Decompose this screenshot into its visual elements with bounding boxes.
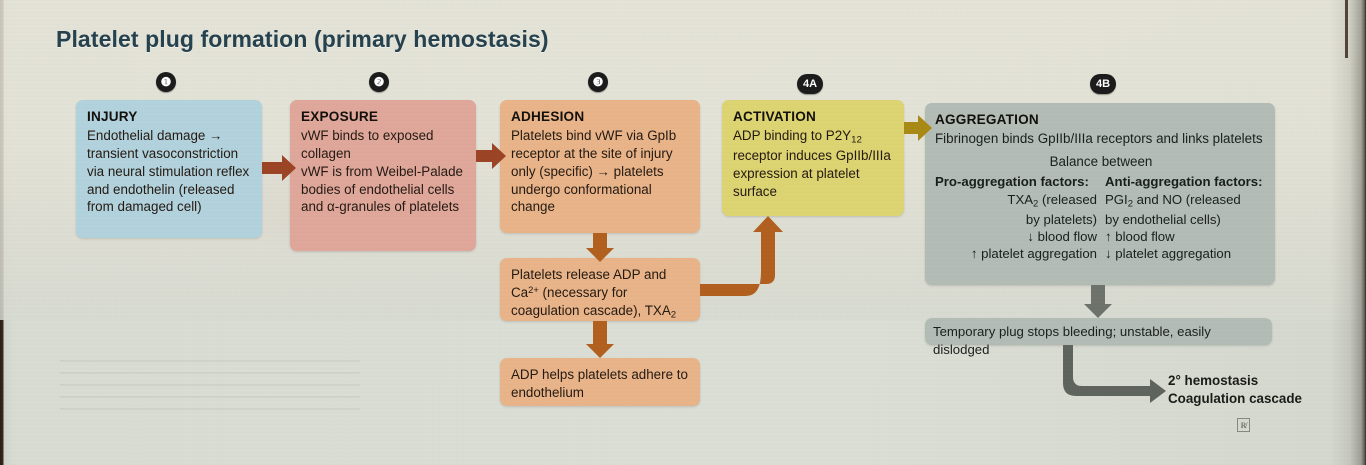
box-exposure-body: vWF binds to exposed collagen vWF is fro… [301,128,463,215]
box-activation-heading: ACTIVATION [733,109,817,124]
pro-line-4: ↑ platelet aggregation [970,245,1097,261]
page-spine-shadow [1330,0,1366,465]
box-injury: INJURY Endothelial damage → transient va… [76,100,262,238]
rx-marker-icon: R̸ [1237,418,1250,432]
anti-aggregation-heading: Anti-aggregation factors: [1105,173,1263,189]
anti-aggregation-column: Anti-aggregation factors: PGI2 and NO (r… [1105,173,1267,262]
anti-line-1: PGI2 and NO (released [1105,191,1241,210]
outcome-line-2: Coagulation cascade [1168,391,1302,407]
pro-line-2: by platelets) [1025,211,1097,227]
step-badge-1: ❶ [156,72,176,92]
box-injury-body: Endothelial damage → transient vasoconst… [87,128,250,215]
step-badge-2: ❷ [369,72,389,92]
box-activation: ACTIVATION ADP binding to P2Y12 receptor… [722,100,904,216]
box-adhesion-body: Platelets bind vWF via GpIb receptor at … [511,128,677,215]
arrow-temporary-plug-to-secondary-hemostasis [1063,345,1166,403]
pro-aggregation-heading: Pro-aggregation factors: [935,173,1089,189]
outcome-label: 2° hemostasis Coagulation cascade [1168,372,1302,408]
balance-label: Balance between [1049,153,1153,169]
step-badge-4b: 4B [1090,74,1116,94]
box-platelet-release: Platelets release ADP and Ca2+ (necessar… [500,258,700,321]
pro-line-1: TXA2 (released [1007,191,1097,210]
box-exposure-heading: EXPOSURE [301,109,379,124]
box-adp-adhere: ADP helps platelets adhere to endotheliu… [500,358,700,406]
pro-aggregation-column: Pro-aggregation factors: TXA2 (released … [935,173,1097,262]
anti-line-2: by endothelial cells) [1105,211,1221,227]
page-edge-line [1345,0,1348,58]
step-badge-4a: 4A [797,74,823,94]
box-aggregation-heading: AGGREGATION [935,112,1039,127]
box-exposure: EXPOSURE vWF binds to exposed collagen v… [290,100,476,251]
box-aggregation: AGGREGATION Fibrinogen binds GpIIb/IIIa … [925,103,1275,285]
release-line-1: Platelets release ADP and [511,267,667,282]
paper-showthrough-left [60,360,360,410]
release-line-2: Ca2+ (necessary for [511,284,628,300]
box-adhesion: ADHESION Platelets bind vWF via GpIb rec… [500,100,700,233]
box-activation-body: ADP binding to P2Y12 receptor induces Gp… [733,128,891,199]
p2y-subscript: 12 [851,134,862,146]
box-aggregation-body: Fibrinogen binds GpIIb/IIIa receptors an… [935,131,1263,147]
step-badge-3: ❸ [588,72,608,92]
box-adhesion-heading: ADHESION [511,109,585,124]
pro-line-3: ↓ blood flow [1027,228,1097,244]
temporary-plug-text: Temporary plug stops bleeding; unstable,… [933,324,1211,357]
anti-line-3: ↑ blood flow [1105,228,1175,244]
aggregation-factor-columns: Pro-aggregation factors: TXA2 (released … [935,173,1267,262]
adp-adhere-text: ADP helps platelets adhere to endotheliu… [511,367,688,400]
box-injury-heading: INJURY [87,109,138,124]
anti-line-4: ↓ platelet aggregation [1105,245,1232,261]
outcome-line-1: 2° hemostasis [1168,373,1259,388]
arrow-release-to-adhere [586,321,614,358]
release-line-3: coagulation cascade), TXA2 [511,302,677,321]
page-title: Platelet plug formation (primary hemosta… [56,26,549,52]
box-temporary-plug: Temporary plug stops bleeding; unstable,… [925,318,1272,357]
